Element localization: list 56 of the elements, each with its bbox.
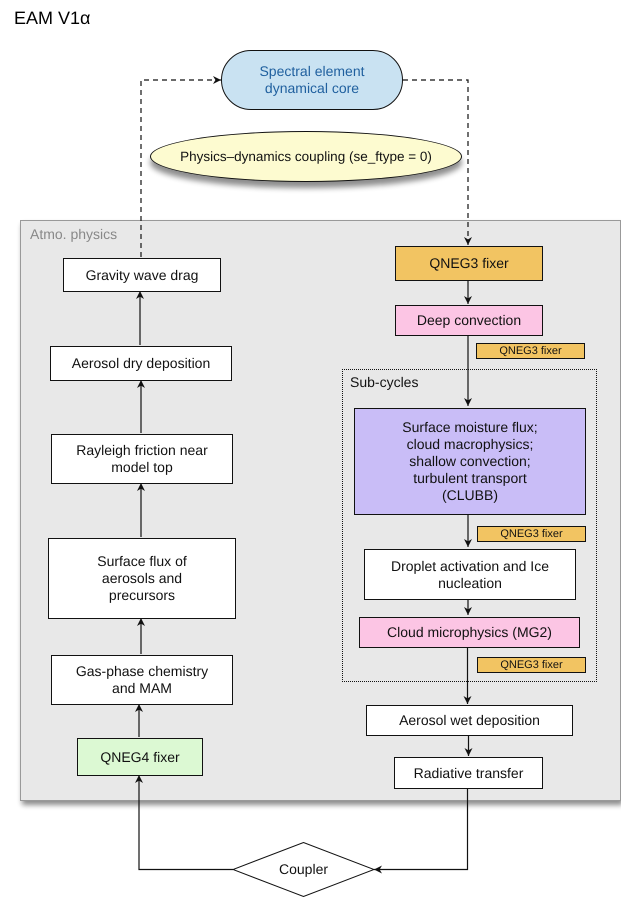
arrow <box>464 335 472 406</box>
diagram-title: EAM V1α <box>14 8 90 29</box>
node-label: Gravity wave drag <box>84 266 200 284</box>
arrow <box>136 291 144 345</box>
process-box <box>395 305 543 336</box>
arrow <box>137 380 145 433</box>
node-label: Radiative transfer <box>412 764 524 782</box>
node-label: Aerosol dry deposition <box>70 355 212 372</box>
process-box <box>395 246 543 281</box>
process-box <box>366 705 573 736</box>
node-label: QNEG3 fixer <box>428 255 510 272</box>
node-label: Aerosol wet deposition <box>398 712 541 729</box>
node-label: Physics–dynamics coupling (se_ftype = 0) <box>180 148 432 165</box>
arrow <box>137 618 145 654</box>
node-label: Surface moisture flux; cloud macrophysics; shallow convection; turbulent transport (CLUBB) <box>401 419 539 504</box>
node-label: QNEG4 fixer <box>99 748 181 766</box>
fixer-tag <box>476 343 585 359</box>
process-box <box>48 538 236 619</box>
subcycle-group <box>342 369 597 682</box>
node-label: QNEG3 fixer <box>498 344 563 358</box>
process-box <box>359 617 580 648</box>
process-box <box>394 757 543 789</box>
node-label: QNEG3 fixer <box>499 658 564 672</box>
fixer-tag <box>477 657 586 673</box>
process-box <box>63 258 221 292</box>
node-label: Deep convection <box>416 312 522 329</box>
decision-diamond <box>233 842 374 897</box>
arrow <box>135 704 143 737</box>
process-box <box>364 549 576 600</box>
arrow <box>464 646 472 704</box>
fixer-tag <box>477 526 586 542</box>
arrow <box>464 735 472 756</box>
node-label: Cloud microphysics (MG2) <box>386 624 553 641</box>
arrow <box>464 513 472 547</box>
arrow <box>135 775 233 870</box>
arrow <box>464 598 472 615</box>
node-label: Gas-phase chemistry and MAM <box>74 663 210 697</box>
node-label: Droplet activation and Ice nucleation <box>390 558 550 592</box>
node-label: Spectral element dynamical core <box>258 63 366 97</box>
process-box <box>51 655 233 705</box>
process-box <box>50 346 232 381</box>
node-label: QNEG3 fixer <box>499 528 564 540</box>
panel-heading: Sub-cycles <box>349 374 420 391</box>
node-label: Coupler <box>278 861 330 878</box>
node-label: Surface flux of aerosols and precursors <box>96 553 188 604</box>
process-box <box>354 408 586 515</box>
process-box <box>51 434 233 484</box>
arrow <box>403 79 472 245</box>
arrow <box>137 483 145 537</box>
process-box <box>77 738 203 776</box>
arrow <box>374 788 468 874</box>
node-label: Rayleigh friction near model top <box>75 442 209 476</box>
panel-heading: Atmo. physics <box>29 226 118 243</box>
arrow <box>140 76 221 257</box>
arrow <box>464 280 472 304</box>
physics-panel <box>20 220 621 801</box>
